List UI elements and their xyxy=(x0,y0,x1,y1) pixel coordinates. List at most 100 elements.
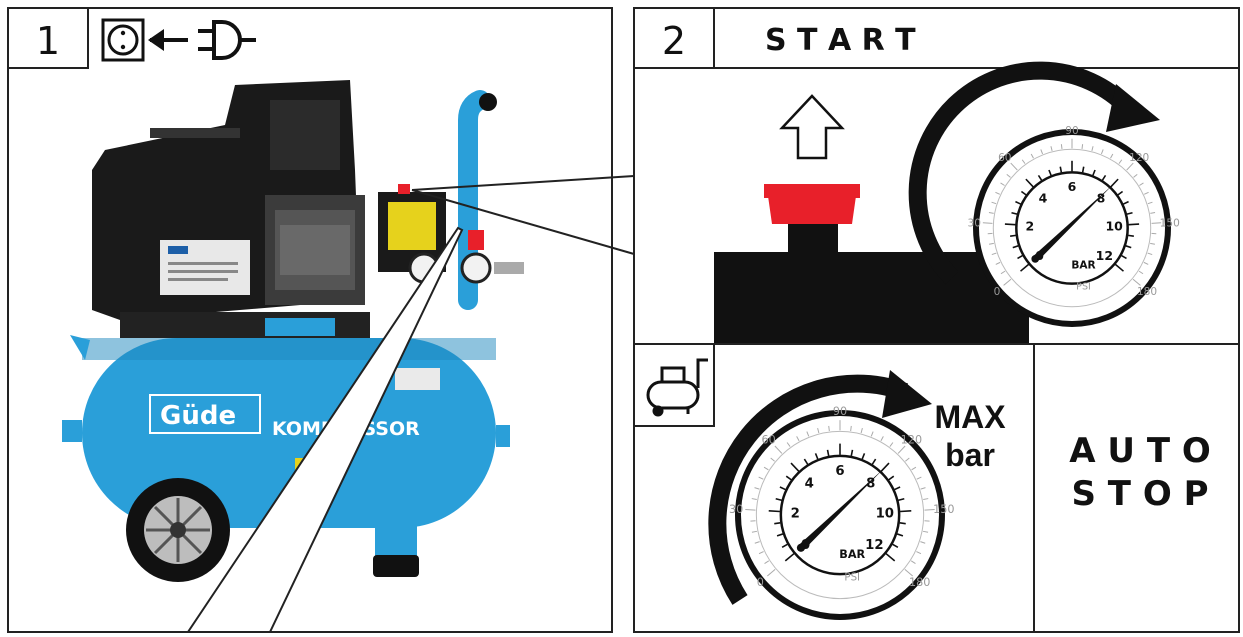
gauge-start-bar-tick xyxy=(1117,190,1124,196)
gauge-start-psi-tick xyxy=(1050,146,1053,151)
gauge-max-needle xyxy=(798,469,884,551)
gauge-start-psi-tick xyxy=(991,252,997,256)
panel-1-number-box xyxy=(7,7,89,69)
gauge-start-bar-tick xyxy=(1092,169,1096,176)
gauge-max-psi-tick xyxy=(870,431,874,437)
gauge-start-psi-tick xyxy=(995,191,1000,195)
gauge-start-psi-tick xyxy=(1110,153,1114,159)
gauge-max-psi-label: 60 xyxy=(761,433,775,446)
gauge-max-bar-label: 8 xyxy=(866,476,875,491)
gauge-start-bar-label: 12 xyxy=(1096,248,1113,263)
gauge-start-bar-tick xyxy=(1121,254,1127,260)
step-number-1: 1 xyxy=(36,19,60,63)
gauge-max-bar-tick xyxy=(894,486,901,491)
gauge-max-psi-tick xyxy=(770,457,775,462)
gauge-start-psi-tick xyxy=(1150,212,1156,214)
gauge-start-psi-tick xyxy=(1132,278,1141,286)
gauge-start-psi-tick xyxy=(1030,153,1034,159)
gauge-max-needle-hub xyxy=(796,543,806,552)
gauge-start-bar-tick xyxy=(1025,178,1034,188)
gauge-max-psi-tick xyxy=(828,425,830,432)
machine-button-stem xyxy=(788,224,838,254)
gauge-max-psi-tick xyxy=(751,498,757,500)
panel-4-frame xyxy=(1033,343,1240,633)
gauge-max-bar-unit: BAR xyxy=(839,548,865,561)
gauge-max-bar-label: 6 xyxy=(835,464,844,479)
gauge-start-psi-label: 90 xyxy=(1065,125,1079,137)
curved-arrow-max-icon xyxy=(708,374,909,605)
gauge-start-psi-tick xyxy=(1144,191,1149,195)
gauge-max-bar-label: 10 xyxy=(876,506,894,521)
gauge-start-psi-tick xyxy=(1000,270,1006,275)
gauge-max: 0246810120306090120150180BARPSI xyxy=(729,405,955,620)
gauge-max-psi-tick xyxy=(916,551,922,555)
gauge-max-bar-tick xyxy=(826,449,830,457)
gauge-start-bar-tick xyxy=(1015,200,1022,205)
gauge-start-bar-unit: BAR xyxy=(1071,259,1095,271)
compressor-brand: Güde xyxy=(160,401,236,431)
gauge-max-bar-tick xyxy=(790,462,800,472)
gauge-start-psi-tick xyxy=(1139,182,1144,186)
gauge-start-psi-label: 180 xyxy=(1137,286,1157,298)
gauge-max-psi-unit: PSI xyxy=(844,572,860,583)
callout-lines xyxy=(186,175,635,633)
gauge-max-psi-tick xyxy=(889,442,894,447)
gauge-max-bar-label: 4 xyxy=(805,476,814,491)
gauge-max-psi-tick xyxy=(763,466,769,471)
machine-base xyxy=(714,252,1029,344)
gauge-max-psi-label: 30 xyxy=(729,503,743,516)
gauge-start-bar-tick xyxy=(1059,166,1063,173)
gauge-max-psi-tick xyxy=(767,569,776,577)
gauge-max-bar-tick xyxy=(781,543,788,549)
gauge-max-bar-tick xyxy=(774,522,781,525)
gauge-max-psi-tick xyxy=(850,425,852,432)
gauge-start-bar-tick xyxy=(1114,263,1124,272)
arrow-up-icon xyxy=(779,94,845,160)
gauge-start-needle xyxy=(1032,184,1113,262)
gauge-start-psi-label: 60 xyxy=(998,152,1012,164)
gauge-max-bar-tick xyxy=(850,449,854,457)
gauge-start-psi-tick xyxy=(995,261,1001,265)
gauge-start-bar-tick xyxy=(1081,166,1085,173)
gauge-start-psi-label: 0 xyxy=(994,286,1001,298)
compressor-icon xyxy=(646,358,708,417)
gauge-start-psi-tick xyxy=(1006,173,1011,178)
gauge-start-bar-tick xyxy=(1020,263,1030,272)
gauge-max-bar-label: 2 xyxy=(791,506,800,521)
socket-plug-icon xyxy=(101,18,256,62)
gauge-start-psi-tick xyxy=(982,222,993,224)
gauge-start-psi-tick xyxy=(1000,182,1005,186)
panel-3-icon-box xyxy=(633,343,715,427)
gauge-max-bar-tick xyxy=(898,497,905,502)
gauge-max-psi-tick xyxy=(923,498,929,500)
max-label-line2: bar xyxy=(945,437,995,473)
gauge-max-bar-tick xyxy=(784,553,795,562)
gauge-max-psi-tick xyxy=(860,427,863,434)
gauge-start-psi-unit: PSI xyxy=(1076,281,1091,292)
gauge-start-bar-tick xyxy=(1101,174,1107,181)
gauge-start-bar-label: 6 xyxy=(1068,179,1077,194)
stop-label: S T O P xyxy=(1071,474,1208,514)
gauge-max-bar-tick xyxy=(896,533,904,537)
gauge-start-psi-ring xyxy=(992,148,1152,308)
gauge-max-psi-tick xyxy=(806,431,810,437)
gauge-max-bar-tick xyxy=(888,475,895,481)
gauge-max-psi-tick xyxy=(796,436,800,442)
gauge-max-bar-tick xyxy=(899,522,906,525)
gauge-max-psi-tick xyxy=(745,508,756,511)
gauge-max-bezel xyxy=(735,410,945,620)
gauge-start-bar-tick xyxy=(1037,174,1043,181)
gauge-start-psi-label: 120 xyxy=(1129,152,1149,164)
gauge-start-bar-tick xyxy=(1020,190,1027,196)
gauge-max-psi-tick xyxy=(922,530,929,533)
gauge-start-bar-tick xyxy=(1012,245,1019,249)
gauge-max-bar-tick xyxy=(768,510,780,513)
gauge-start-bar-ring xyxy=(1015,171,1129,285)
auto-label: A U T O xyxy=(1069,431,1211,471)
gauge-start-psi-tick xyxy=(1138,270,1144,275)
gauge-start-psi-tick xyxy=(991,201,997,205)
gauge-max-psi-tick xyxy=(786,442,791,447)
gauge-max-psi-tick xyxy=(911,466,917,471)
start-button xyxy=(768,196,856,224)
gauge-start-psi-tick xyxy=(1091,146,1094,151)
